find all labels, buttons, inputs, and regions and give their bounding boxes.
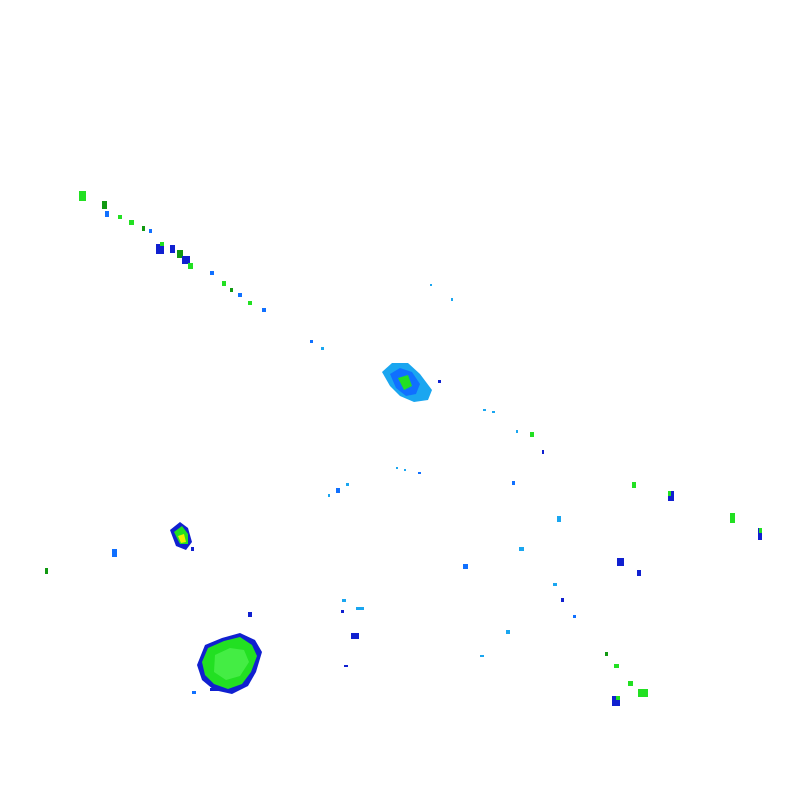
echo-cell-west xyxy=(45,522,194,574)
echo-line-southeast xyxy=(483,409,648,706)
echo-cluster-center xyxy=(382,363,441,402)
echo-line-northwest xyxy=(79,191,324,350)
echo-scatter-east xyxy=(328,284,762,667)
echo-cluster-southwest xyxy=(192,612,262,694)
